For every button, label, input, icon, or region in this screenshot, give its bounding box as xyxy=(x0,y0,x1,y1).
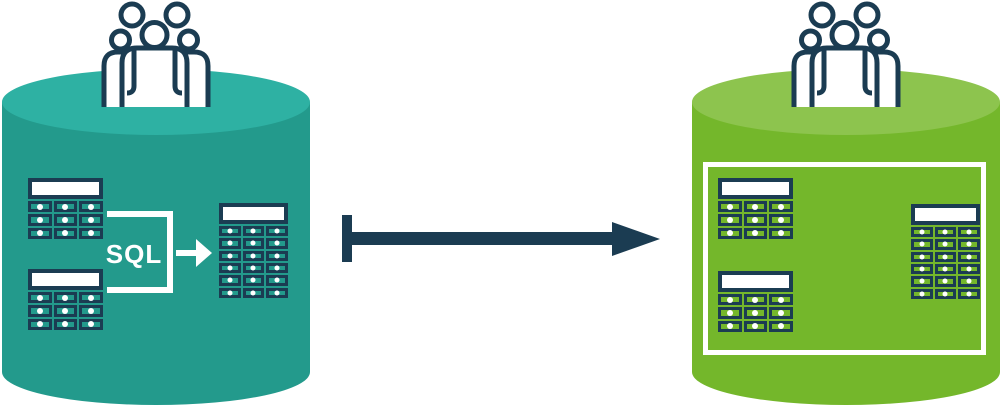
table-cell xyxy=(219,250,241,261)
table-cell xyxy=(934,263,957,275)
table-cell xyxy=(769,320,793,332)
merge-bracket-vertical-line xyxy=(167,211,173,293)
table-cell xyxy=(28,292,52,304)
table-cell xyxy=(958,251,980,262)
table-cell xyxy=(958,276,980,287)
table-cell xyxy=(958,263,980,275)
table-cell xyxy=(718,307,742,319)
table-icon xyxy=(28,178,103,239)
table-cell xyxy=(28,201,52,213)
table-cell xyxy=(79,318,103,330)
table-cell xyxy=(743,320,768,332)
table-icon xyxy=(28,269,103,330)
table-cell xyxy=(242,262,265,274)
table-cell xyxy=(242,226,265,237)
merge-bracket-bottom-line xyxy=(107,287,169,293)
table-cell xyxy=(911,276,933,287)
table-cell xyxy=(266,262,288,274)
table-cell xyxy=(266,275,288,286)
table-cell xyxy=(266,238,288,249)
table-cell xyxy=(219,226,241,237)
table-cell xyxy=(28,227,52,239)
table-cell xyxy=(219,238,241,249)
table-header xyxy=(28,178,103,199)
table-cell xyxy=(53,318,78,330)
table-grid xyxy=(718,294,793,332)
table-header xyxy=(911,204,980,225)
table-header xyxy=(718,178,793,199)
table-cell xyxy=(242,275,265,286)
merge-bracket-top-line xyxy=(107,211,169,217)
right-arrow-icon xyxy=(342,215,660,262)
table-cell xyxy=(242,238,265,249)
table-grid xyxy=(911,227,980,299)
table-icon xyxy=(718,271,793,332)
table-cell xyxy=(53,214,78,226)
table-cell xyxy=(79,305,103,317)
tables-frame xyxy=(703,162,986,355)
table-cell xyxy=(743,227,768,239)
table-grid xyxy=(718,201,793,239)
table-cell xyxy=(219,262,241,274)
table-cell xyxy=(769,227,793,239)
table-cell xyxy=(718,201,742,213)
table-grid xyxy=(219,226,288,298)
table-cell xyxy=(769,294,793,306)
table-cell xyxy=(718,294,742,306)
table-cell xyxy=(266,287,288,298)
table-header xyxy=(718,271,793,292)
table-cell xyxy=(53,201,78,213)
table-cell xyxy=(79,292,103,304)
table-cell xyxy=(219,287,241,298)
table-cell xyxy=(266,226,288,237)
people-group-icon xyxy=(791,1,901,107)
table-cell xyxy=(769,307,793,319)
table-cell xyxy=(934,288,957,299)
table-cell xyxy=(958,227,980,238)
sql-arrow-icon xyxy=(176,239,212,267)
table-cell xyxy=(743,201,768,213)
table-cell xyxy=(53,292,78,304)
sql-label: SQL xyxy=(105,239,163,269)
table-cell xyxy=(911,227,933,238)
table-cell xyxy=(934,239,957,250)
table-cell xyxy=(28,305,52,317)
table-cell xyxy=(79,227,103,239)
table-header xyxy=(28,269,103,290)
table-cell xyxy=(934,276,957,287)
table-cell xyxy=(242,287,265,298)
table-icon xyxy=(911,204,980,299)
table-cell xyxy=(53,305,78,317)
table-cell xyxy=(718,320,742,332)
table-cell xyxy=(743,307,768,319)
table-cell xyxy=(28,318,52,330)
table-cell xyxy=(743,294,768,306)
table-cell xyxy=(53,227,78,239)
table-cell xyxy=(718,227,742,239)
table-grid xyxy=(28,292,103,330)
table-header xyxy=(219,203,288,224)
table-cell xyxy=(911,288,933,299)
table-cell xyxy=(79,201,103,213)
table-cell xyxy=(79,214,103,226)
table-cell xyxy=(911,239,933,250)
table-icon xyxy=(219,203,288,298)
table-cell xyxy=(769,214,793,226)
table-cell xyxy=(958,288,980,299)
table-cell xyxy=(743,214,768,226)
table-cell xyxy=(911,263,933,275)
table-cell xyxy=(266,250,288,261)
table-cell xyxy=(242,250,265,261)
table-cell xyxy=(219,275,241,286)
table-cell xyxy=(934,227,957,238)
table-icon xyxy=(718,178,793,239)
table-cell xyxy=(718,214,742,226)
table-cell xyxy=(934,251,957,262)
table-cell xyxy=(28,214,52,226)
people-group-icon xyxy=(101,1,211,107)
table-cell xyxy=(911,251,933,262)
table-grid xyxy=(28,201,103,239)
table-cell xyxy=(958,239,980,250)
table-cell xyxy=(769,201,793,213)
